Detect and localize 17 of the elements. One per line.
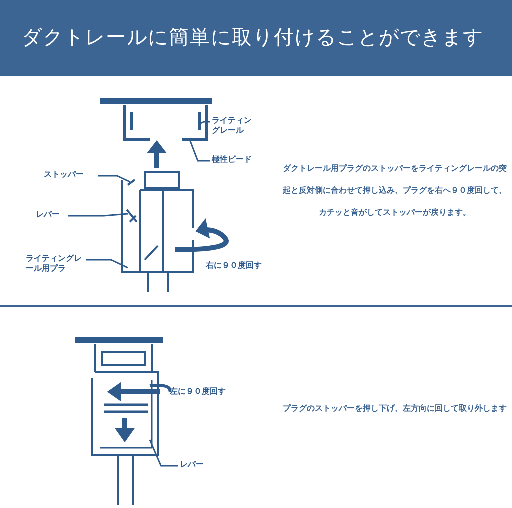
part-label: 極性ビード [212, 155, 262, 165]
instruction-text: ダクトレール用プラグのストッパーをライティングレールの突起と反対側に合わせて押し込み、プラグを右へ９０度回して、カチッと音がしてストッパーが戻ります。 [282, 163, 508, 219]
rotation-note: 左に９０度回す [170, 386, 227, 397]
part-label: レバー [180, 460, 210, 470]
leader-line [149, 440, 178, 467]
leader-line [200, 121, 210, 125]
rotation-note: 右に９０度回す [206, 260, 263, 271]
leader-line [86, 259, 128, 269]
leader-line [98, 175, 130, 183]
part-label: ライティングレール [212, 116, 254, 136]
leader-line [68, 213, 128, 217]
leader-line [189, 140, 210, 162]
part-label: ライティングレール用プラ [26, 254, 84, 274]
title: ダクトレールに簡単に取り付けることができます [22, 24, 484, 51]
part-label: ストッパー [44, 170, 96, 180]
part-label: レバー [36, 210, 66, 220]
instruction-text: プラグのストッパーを押し下げ、左方向に回して取り外します [282, 403, 508, 415]
